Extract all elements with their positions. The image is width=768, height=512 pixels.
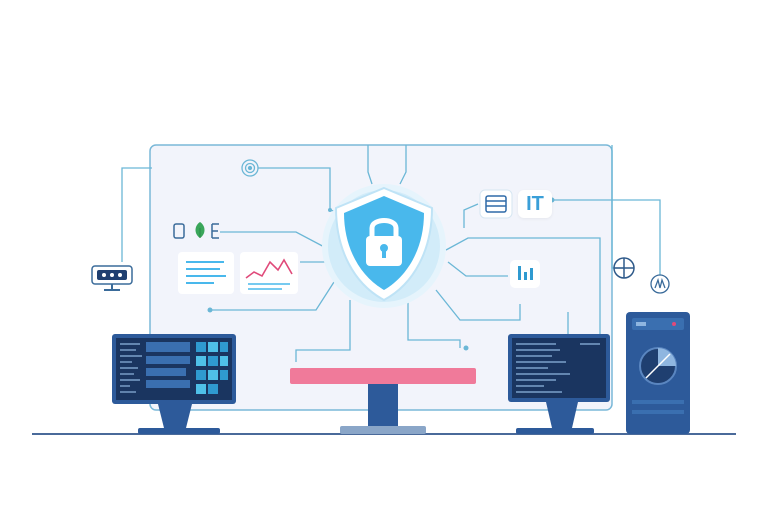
plant-icon <box>195 222 205 238</box>
connection-lines <box>121 145 661 400</box>
left-monitor <box>112 334 236 434</box>
terminal-lines <box>516 343 600 393</box>
code-lines <box>120 343 142 393</box>
document-icon <box>173 223 185 239</box>
text-card <box>178 252 234 294</box>
signal-icon <box>650 274 670 294</box>
left-icon-row <box>173 222 219 239</box>
server-tower-icon <box>626 312 690 434</box>
fingerprint-icon <box>241 159 259 177</box>
center-desk <box>290 368 476 434</box>
database-card <box>479 189 513 219</box>
small-device-icon <box>91 265 133 291</box>
database-icon <box>485 195 507 213</box>
crosshair-icon <box>613 257 635 279</box>
chart-icon <box>245 258 293 279</box>
app-tiles <box>146 342 228 394</box>
settings-glyph-icon <box>211 223 219 239</box>
bars-card <box>510 260 540 288</box>
it-badge: IT <box>518 190 552 218</box>
right-monitor <box>508 334 610 434</box>
padlock-shield-icon <box>322 184 446 308</box>
chart-card <box>240 252 298 294</box>
